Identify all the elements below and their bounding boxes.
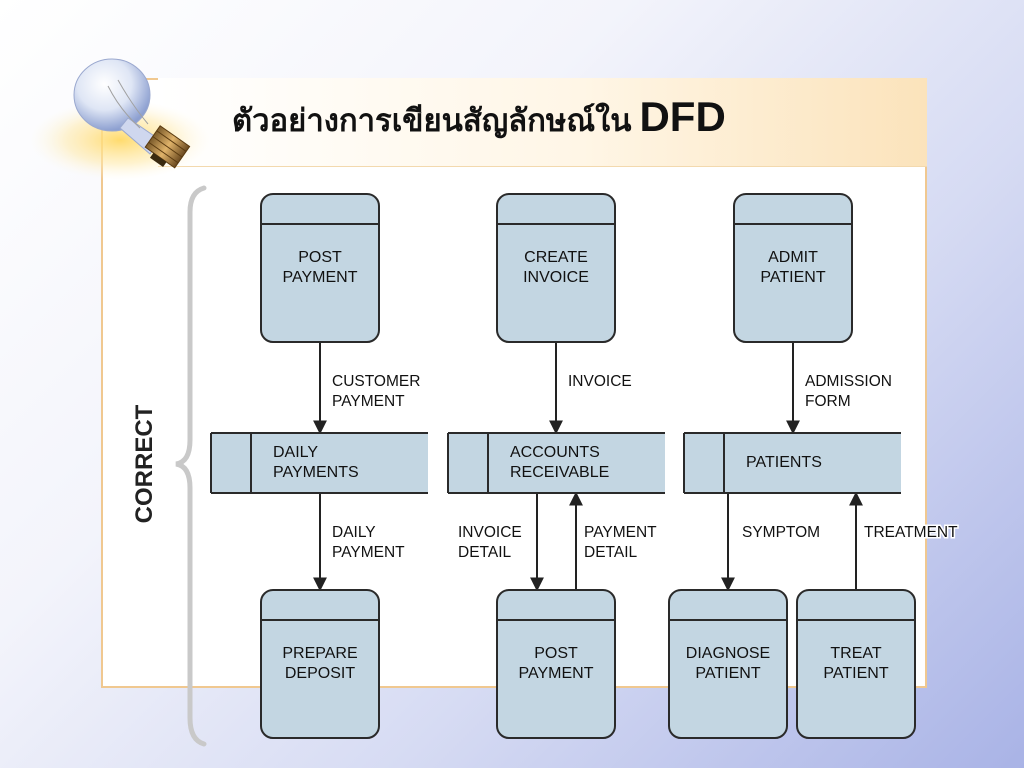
process-label: ADMIT [768, 249, 818, 266]
title-suffix: DFD [639, 93, 726, 140]
process-post-payment-2: POST PAYMENT [496, 589, 616, 739]
process-label: PATIENT [823, 665, 888, 682]
process-label: TREAT [830, 645, 881, 662]
store-patients: PATIENTS [683, 432, 901, 494]
process-label: POST [298, 249, 342, 266]
flow-label: PAYMENT [332, 393, 405, 410]
store-accounts-receivable: ACCOUNTS RECEIVABLE [447, 432, 665, 494]
flow-symptom: SYMPTOM [741, 523, 822, 543]
flow-customer-payment: CUSTOMER PAYMENT [331, 372, 422, 412]
process-label: PATIENT [695, 665, 760, 682]
content-panel [101, 78, 927, 688]
flow-label: DETAIL [458, 544, 511, 561]
flow-label: ADMISSION [805, 373, 892, 390]
process-label: INVOICE [523, 269, 589, 286]
flow-label: DAILY [332, 524, 376, 541]
flow-arrows [313, 342, 863, 592]
process-label: PAYMENT [283, 269, 358, 286]
flow-label: INVOICE [458, 524, 522, 541]
flow-treatment: TREATMENT [863, 523, 960, 543]
process-post-payment-1: POST PAYMENT [260, 193, 380, 343]
flow-invoice: INVOICE [567, 372, 634, 392]
process-label: PATIENT [760, 269, 825, 286]
dfd-nodes: POST PAYMENT CREATE INVOICE ADMIT PATIENT PREP… [210, 193, 916, 739]
process-label: PAYMENT [519, 665, 594, 682]
process-diagnose-patient: DIAGNOSE PATIENT [668, 589, 788, 739]
flow-daily-payment: DAILY PAYMENT [331, 523, 407, 563]
flow-payment-detail: PAYMENT DETAIL [583, 523, 659, 563]
store-label: DAILY [273, 444, 318, 461]
process-admit-patient: ADMIT PATIENT [733, 193, 853, 343]
store-label: RECEIVABLE [510, 464, 609, 481]
flow-label: CUSTOMER [332, 373, 420, 390]
store-daily-payments: DAILY PAYMENTS [210, 432, 428, 494]
flow-admission-form: ADMISSION FORM [804, 372, 894, 412]
flow-labels: CUSTOMER PAYMENT INVOICE ADMISSION FORM DAILY… [331, 372, 960, 563]
store-label: ACCOUNTS [510, 444, 600, 461]
title-band [158, 78, 927, 167]
flow-label: DETAIL [584, 544, 637, 561]
process-label: CREATE [524, 249, 588, 266]
flow-label: PAYMENT [584, 524, 657, 541]
process-label: DEPOSIT [285, 665, 355, 682]
flow-label: PAYMENT [332, 544, 405, 561]
flow-label: SYMPTOM [742, 524, 820, 541]
flow-label: INVOICE [568, 373, 632, 390]
store-label: PAYMENTS [273, 464, 359, 481]
process-label: DIAGNOSE [686, 645, 770, 662]
process-create-invoice: CREATE INVOICE [496, 193, 616, 343]
store-label: PATIENTS [746, 454, 822, 471]
process-treat-patient: TREAT PATIENT [796, 589, 916, 739]
title-text: ตัวอย่างการเขียนสัญลักษณ์ใน [232, 103, 632, 139]
flow-label: TREATMENT [864, 524, 958, 541]
flow-label: FORM [805, 393, 851, 410]
process-prepare-deposit: PREPARE DEPOSIT [260, 589, 380, 739]
process-label: PREPARE [282, 645, 357, 662]
flow-invoice-detail: INVOICE DETAIL [457, 523, 524, 563]
process-label: POST [534, 645, 578, 662]
